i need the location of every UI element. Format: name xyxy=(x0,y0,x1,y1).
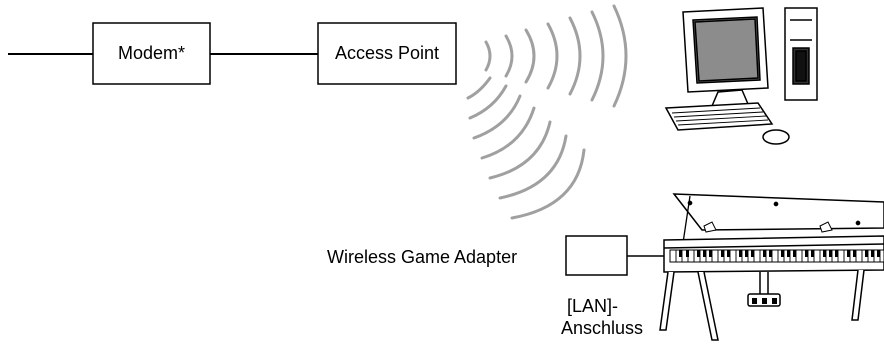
adapter-box xyxy=(565,235,628,276)
access-point-box xyxy=(317,22,457,85)
modem-label: Modem* xyxy=(117,43,186,63)
piano-icon xyxy=(659,193,884,341)
lan-port-label-line2: Anschluss xyxy=(561,318,644,338)
lan-port-label-line1: [LAN]- xyxy=(567,296,619,316)
access-point-label: Access Point xyxy=(334,43,440,63)
wireless-waves-adapter xyxy=(466,76,586,220)
computer-icon xyxy=(664,7,818,145)
adapter-label: Wireless Game Adapter xyxy=(327,247,518,267)
wireless-waves-pc xyxy=(484,4,628,108)
